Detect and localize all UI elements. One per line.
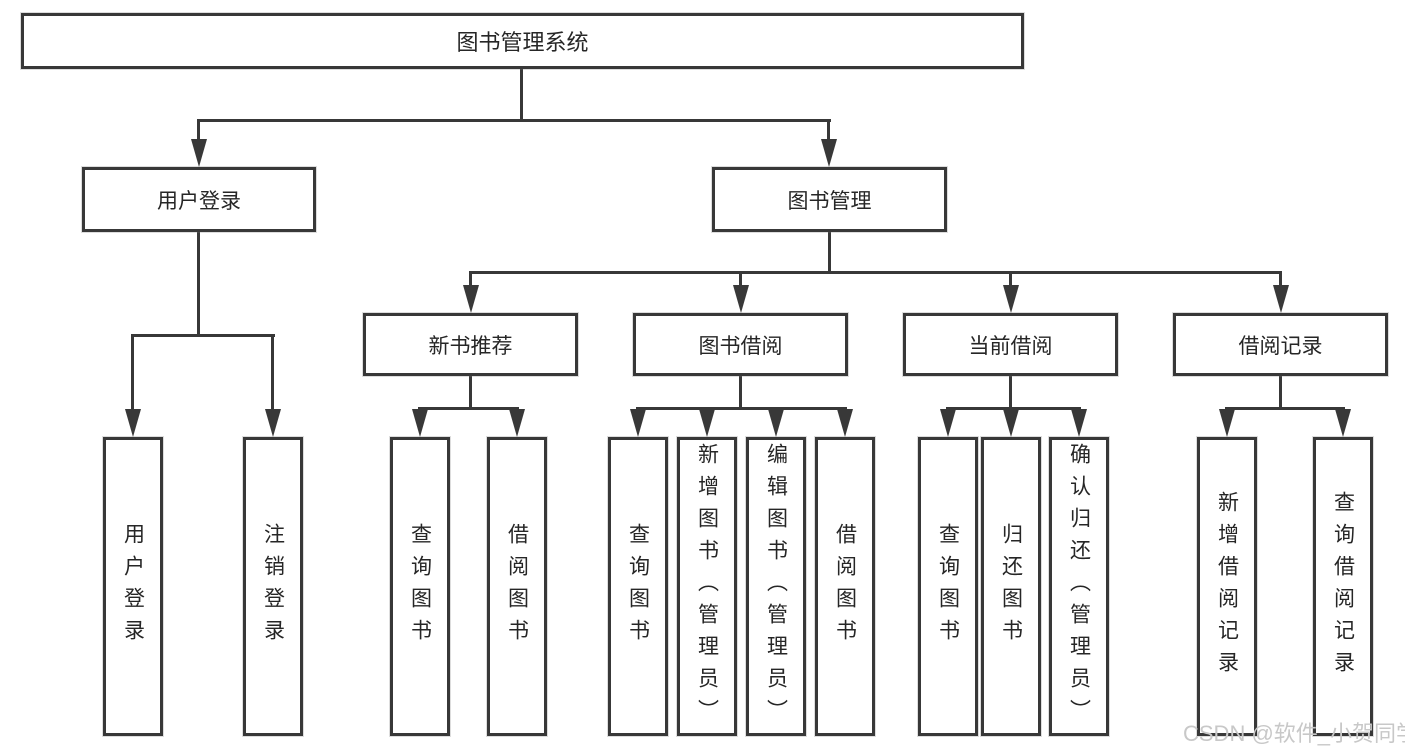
- arrow-down-icon: [1003, 285, 1019, 313]
- connector-book-management-trunk: [828, 232, 831, 272]
- leaf-confirm-return-admin: 确认归还（管理员）: [1049, 437, 1109, 736]
- leaf-edit-book-admin: 编辑图书（管理员）: [746, 437, 806, 736]
- leaf-query-book-borrow: 查询图书: [608, 437, 668, 736]
- connector-group-a-split: [131, 334, 275, 337]
- csdn-watermark: CSDN @软件_小贺同学: [1183, 721, 1405, 746]
- arrow-down-icon: [837, 409, 853, 437]
- connector-root-trunk: [520, 69, 523, 121]
- leaf-add-book-admin: 新增图书（管理员）: [677, 437, 737, 736]
- connector-group-d-split: [946, 407, 1081, 410]
- arrow-down-icon: [412, 409, 428, 437]
- arrow-down-icon: [940, 409, 956, 437]
- arrow-down-icon: [1335, 409, 1351, 437]
- arrow-down-icon: [191, 139, 207, 167]
- node-root-library-system: 图书管理系统: [21, 13, 1024, 69]
- leaf-query-book-current: 查询图书: [918, 437, 978, 736]
- connector-drop-borrow-records: [1279, 274, 1282, 288]
- arrow-down-icon: [1003, 409, 1019, 437]
- node-user-login: 用户登录: [82, 167, 316, 232]
- arrow-down-icon: [1273, 285, 1289, 313]
- arrow-down-icon: [733, 285, 749, 313]
- node-book-management: 图书管理: [712, 167, 947, 232]
- arrow-down-icon: [463, 285, 479, 313]
- arrow-down-icon: [1071, 409, 1087, 437]
- leaf-user-login: 用户登录: [103, 437, 163, 736]
- leaf-query-book-recommend: 查询图书: [390, 437, 450, 736]
- arrow-down-icon: [821, 139, 837, 167]
- connector-level2-split: [469, 271, 1282, 274]
- leaf-return-book: 归还图书: [981, 437, 1041, 736]
- arrow-down-icon: [630, 409, 646, 437]
- arrow-down-icon: [1219, 409, 1235, 437]
- leaf-borrow-book: 借阅图书: [815, 437, 875, 736]
- node-borrow-records: 借阅记录: [1173, 313, 1388, 376]
- connector-user-login-trunk: [197, 232, 200, 337]
- connector-group-c-split: [636, 407, 847, 410]
- leaf-query-borrow-record: 查询借阅记录: [1313, 437, 1373, 736]
- connector-group-b-split: [418, 407, 519, 410]
- leaf-add-borrow-record: 新增借阅记录: [1197, 437, 1257, 736]
- connector-drop-current-borrow: [1009, 274, 1012, 288]
- node-book-borrow: 图书借阅: [633, 313, 848, 376]
- connector-drop-user-login: [197, 122, 200, 142]
- connector-borrow-records-trunk: [1279, 376, 1282, 410]
- connector-drop-book-management: [827, 122, 830, 142]
- connector-current-borrow-trunk: [1009, 376, 1012, 410]
- connector-level1-split: [197, 119, 831, 122]
- arrow-down-icon: [265, 409, 281, 437]
- connector-drop-new-book: [469, 274, 472, 288]
- connector-book-borrow-trunk: [739, 376, 742, 410]
- arrow-down-icon: [768, 409, 784, 437]
- leaf-logout: 注销登录: [243, 437, 303, 736]
- connector-new-book-trunk: [469, 376, 472, 410]
- arrow-down-icon: [125, 409, 141, 437]
- connector-group-e-split: [1225, 407, 1345, 410]
- arrow-down-icon: [699, 409, 715, 437]
- node-current-borrow: 当前借阅: [903, 313, 1118, 376]
- arrow-down-icon: [509, 409, 525, 437]
- connector-drop-leaf-a2: [271, 337, 274, 411]
- leaf-borrow-book-recommend: 借阅图书: [487, 437, 547, 736]
- connector-drop-book-borrow: [739, 274, 742, 288]
- connector-drop-leaf-a1: [131, 337, 134, 411]
- node-new-book-recommend: 新书推荐: [363, 313, 578, 376]
